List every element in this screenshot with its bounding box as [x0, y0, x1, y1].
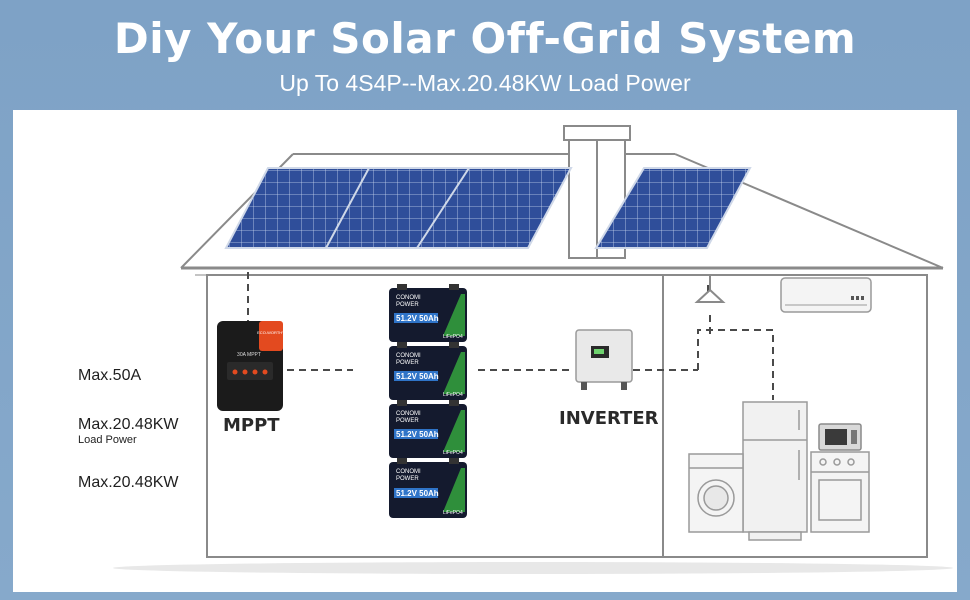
battery-unit-1: CONOMI POWER 51.2V 50Ah LiFePO4 — [389, 284, 467, 342]
load-power-caption: Load Power — [78, 434, 137, 446]
mppt-brand: ECO-WORTHY — [257, 330, 285, 335]
battery-brand2-3: POWER — [396, 418, 419, 424]
battery-brand2-2: POWER — [396, 360, 419, 366]
battery-chem-4: LiFePO4 — [443, 510, 463, 516]
battery-unit-3: CONOMI POWER 51.2V 50Ah LiFePO4 — [389, 400, 467, 458]
battery-unit-4: CONOMI POWER 51.2V 50Ah LiFePO4 — [389, 458, 467, 518]
battery-chem-1: LiFePO4 — [443, 334, 463, 340]
mppt-controller: ECO-WORTHY 30A MPPT — [217, 321, 285, 411]
page-title: Diy Your Solar Off-Grid System — [113, 14, 857, 63]
battery-chem-2: LiFePO4 — [443, 392, 463, 398]
battery-brand2-4: POWER — [396, 476, 419, 482]
ground-shadow — [113, 562, 953, 574]
solar-array — [224, 167, 752, 249]
battery-rating-2: 51.2V 50Ah — [396, 372, 439, 381]
battery-brand-3: CONOMI — [396, 411, 421, 417]
load-power-value: Max.20.48KW — [78, 416, 179, 433]
house-diagram: ECO-WORTHY 30A MPPT CONOMI POWER 51.2V 5… — [113, 125, 953, 574]
battery-brand-2: CONOMI — [396, 353, 421, 359]
mppt-model: 30A MPPT — [237, 352, 261, 358]
battery-rating-4: 51.2V 50Ah — [396, 489, 439, 498]
mppt-label: MPPT — [223, 415, 280, 436]
battery-bank: CONOMI POWER 51.2V 50Ah LiFePO4 CONOMI P… — [389, 284, 467, 518]
battery-brand-4: CONOMI — [396, 469, 421, 475]
battery-brand2-1: POWER — [396, 302, 419, 308]
mppt-current-label: Max.50A — [78, 367, 142, 384]
solar-panel-3 — [415, 167, 573, 249]
battery-rating-1: 51.2V 50Ah — [396, 314, 439, 323]
solar-panel-4 — [594, 167, 752, 249]
wiring — [247, 272, 774, 400]
stove-oven — [810, 451, 870, 533]
washing-machine — [688, 453, 744, 533]
diagram-panel: ECO-WORTHY 30A MPPT CONOMI POWER 51.2V 5… — [13, 110, 957, 592]
refrigerator — [742, 401, 808, 541]
page-subtitle: Up To 4S4P--Max.20.48KW Load Power — [279, 70, 691, 96]
battery-unit-2: CONOMI POWER 51.2V 50Ah LiFePO4 — [389, 342, 467, 400]
ceiling-lamp — [694, 275, 726, 303]
air-conditioner — [780, 277, 872, 313]
inverter-power-label: Max.20.48KW — [78, 474, 179, 491]
microwave — [818, 423, 862, 451]
battery-rating-3: 51.2V 50Ah — [396, 430, 439, 439]
battery-brand-1: CONOMI — [396, 295, 421, 301]
inverter-unit — [575, 329, 633, 390]
battery-chem-3: LiFePO4 — [443, 450, 463, 456]
inverter-label: INVERTER — [559, 408, 659, 429]
